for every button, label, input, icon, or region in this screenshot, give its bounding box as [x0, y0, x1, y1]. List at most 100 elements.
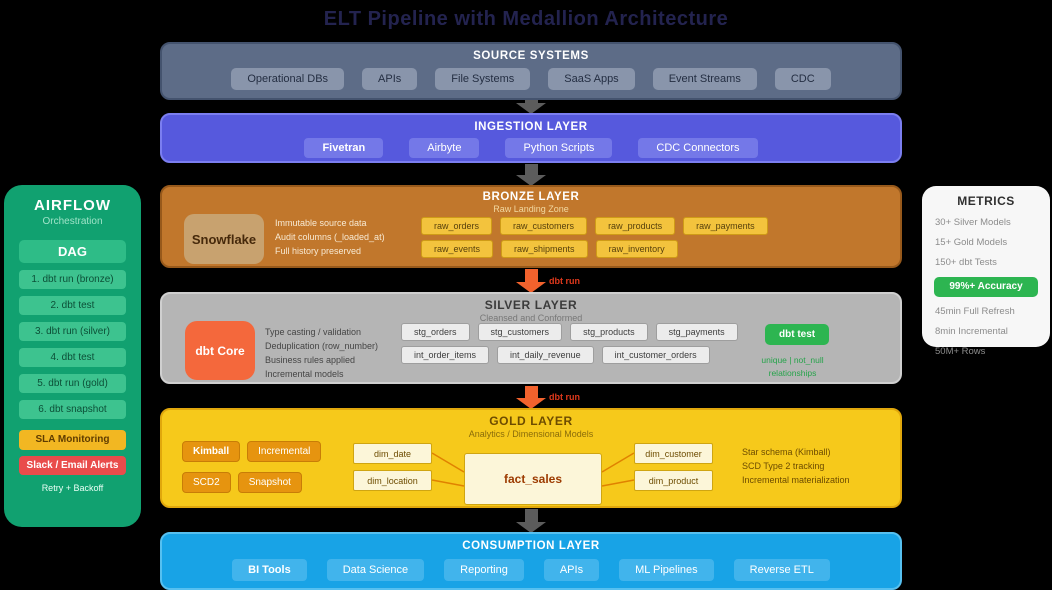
gold-badge-incremental: Incremental [247, 441, 322, 462]
silver-layer-header: SILVER LAYER [484, 298, 578, 312]
ingestion-item: CDC Connectors [638, 138, 758, 158]
metric-stat: 15+ Gold Models [935, 237, 1008, 248]
arrow-stem [524, 269, 538, 282]
consumption-item: Reverse ETL [733, 559, 830, 581]
consumption-item: Reporting [444, 559, 524, 581]
dag-step: 4. dbt test [19, 348, 126, 367]
consumption-item: ML Pipelines [619, 559, 714, 581]
source-systems-panel: SOURCE SYSTEMS Operational DBs APIs File… [160, 42, 902, 100]
metrics-title: METRICS [957, 194, 1015, 208]
bronze-note: Full history preserved [275, 245, 362, 256]
ingestion-layer-panel: INGESTION LAYER Fivetran Airbyte Python … [160, 113, 902, 163]
gold-layer-header: GOLD LAYER [489, 414, 573, 428]
silver-note: Type casting / validation [265, 327, 362, 337]
dim-table: dim_product [634, 470, 713, 491]
source-item: APIs [362, 68, 418, 90]
airflow-subtitle: Orchestration [42, 216, 103, 227]
dim-table: dim_date [353, 443, 432, 464]
bronze-note: Audit columns (_loaded_at) [275, 231, 385, 242]
bronze-table: raw_inventory [595, 240, 678, 258]
silver-layer-subtitle: Cleansed and Conformed [479, 313, 583, 323]
arrow-source-to-ingestion [516, 100, 546, 114]
silver-table: int_order_items [401, 346, 490, 364]
gold-note: SCD Type 2 tracking [742, 460, 825, 471]
source-systems-header: SOURCE SYSTEMS [473, 50, 589, 62]
bronze-table: raw_customers [500, 217, 588, 235]
gold-badges: Kimball Incremental SCD2 Snapshot [182, 441, 322, 493]
silver-table: int_daily_revenue [497, 346, 594, 364]
source-systems-row: Operational DBs APIs File Systems SaaS A… [162, 68, 900, 90]
dag-step: 6. dbt snapshot [19, 400, 126, 419]
arrow-head-icon [516, 522, 546, 533]
metric-stat: 45min Full Refresh [935, 306, 1015, 317]
silver-note: Deduplication (row_number) [265, 340, 379, 351]
bronze-table: raw_shipments [501, 240, 588, 258]
ingestion-layer-header: INGESTION LAYER [474, 121, 588, 133]
bronze-table: raw_payments [683, 217, 768, 235]
sla-monitoring-badge: SLA Monitoring [19, 430, 126, 450]
consumption-layer-header: CONSUMPTION LAYER [462, 540, 600, 552]
source-item: CDC [774, 68, 831, 90]
silver-notes: Type casting / validation Deduplication … [265, 326, 378, 382]
dbt-run-label: dbt run [549, 276, 580, 286]
gold-badge-scd2: SCD2 [182, 472, 231, 493]
arrow-stem [524, 509, 538, 522]
gold-notes: Star schema (Kimball) SCD Type 2 trackin… [742, 446, 850, 488]
dag-step: 1. dbt run (bronze) [19, 270, 126, 289]
silver-table: stg_customers [477, 323, 563, 341]
silver-tables: stg_orders stg_customers stg_products st… [401, 323, 738, 364]
silver-table: int_customer_orders [601, 346, 710, 364]
bronze-tables: raw_orders raw_customers raw_products ra… [421, 217, 768, 258]
dbt-test-badge: dbt test [765, 324, 830, 345]
airflow-panel: AIRFLOW Orchestration DAG 1. dbt run (br… [4, 185, 141, 527]
page-title: ELT Pipeline with Medallion Architecture [323, 8, 729, 30]
gold-badge-kimball: Kimball [182, 441, 241, 462]
dag-step: 3. dbt run (silver) [19, 322, 126, 341]
consumption-layer-panel: CONSUMPTION LAYER BI Tools Data Science … [160, 532, 902, 590]
alerts-badge: Slack / Email Alerts [19, 456, 126, 475]
silver-note: Incremental models [265, 368, 344, 379]
dag-label: DAG [19, 240, 126, 263]
dbt-core-node: dbt Core [185, 321, 255, 380]
metrics-panel: METRICS 30+ Silver Models 15+ Gold Model… [922, 186, 1050, 357]
arrow-silver-to-gold [516, 386, 546, 409]
arrow-gold-to-consumption [516, 509, 546, 533]
gold-badge-snapshot: Snapshot [237, 472, 302, 493]
bronze-layer-subtitle: Raw Landing Zone [493, 204, 569, 214]
ingestion-item: Airbyte [409, 138, 480, 158]
fact-table: fact_sales [464, 453, 602, 505]
arrow-bronze-to-silver [516, 269, 546, 293]
dim-table: dim_customer [634, 443, 713, 464]
silver-table: stg_products [570, 323, 648, 341]
retry-note: Retry + Backoff [41, 483, 104, 493]
arrow-stem [524, 100, 538, 103]
bronze-layer-header: BRONZE LAYER [482, 191, 580, 203]
gold-note: Incremental materialization [742, 474, 850, 485]
bronze-layer-panel: BRONZE LAYER Raw Landing Zone Snowflake … [160, 185, 902, 268]
source-item: SaaS Apps [548, 68, 635, 90]
ingestion-row: Fivetran Airbyte Python Scripts CDC Conn… [162, 138, 900, 158]
consumption-row: BI Tools Data Science Reporting APIs ML … [162, 559, 900, 581]
arrow-stem [524, 386, 538, 398]
metric-stat: 8min Incremental [935, 326, 1008, 337]
airflow-title: AIRFLOW [34, 197, 111, 214]
metric-stat: 50M+ Rows [935, 346, 986, 357]
dag-step: 2. dbt test [19, 296, 126, 315]
snowflake-node: Snowflake [184, 214, 264, 264]
arrow-ingestion-to-bronze [516, 164, 546, 186]
consumption-item: APIs [543, 559, 600, 581]
source-item: File Systems [435, 68, 531, 90]
dbt-test-note-line: relationships [768, 367, 817, 378]
gold-layer-panel: GOLD LAYER Analytics / Dimensional Model… [160, 408, 902, 508]
bronze-table: raw_events [421, 240, 494, 258]
arrow-head-icon [516, 398, 546, 409]
dag-step: 5. dbt run (gold) [19, 374, 126, 393]
accuracy-badge: 99%+ Accuracy [934, 277, 1038, 297]
dbt-test-note-line: unique | not_null [761, 355, 824, 365]
gold-note: Star schema (Kimball) [742, 447, 831, 457]
dbt-test-note: unique | not_null relationships [735, 354, 850, 380]
bronze-notes: Immutable source data Audit columns (_lo… [275, 217, 385, 259]
ingestion-item-fivetran: Fivetran [304, 138, 384, 158]
gold-layer-subtitle: Analytics / Dimensional Models [468, 429, 594, 439]
silver-table: stg_orders [401, 323, 470, 341]
